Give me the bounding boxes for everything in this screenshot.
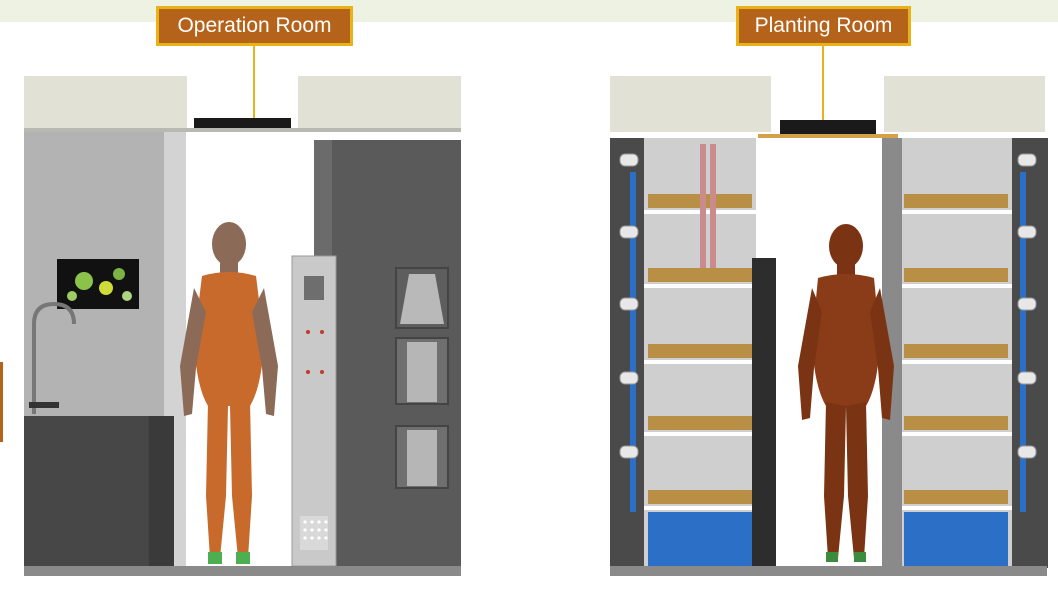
right-wall [1012,138,1048,568]
human-figure-back [180,222,278,564]
roof-block-right [884,76,1045,132]
control-button [306,330,310,334]
human-figure-front [798,224,894,562]
operation-room-leader-line [253,46,255,156]
floor [24,566,461,576]
pipe-stubs [619,153,1037,459]
roof-line [24,128,461,132]
roof-line [758,134,898,138]
funnel [400,274,444,324]
canister [407,430,437,486]
wall-screen [57,259,139,309]
screen-plant [113,268,125,280]
control-panel [291,255,337,567]
screen-plant [75,272,93,290]
planting-room-render [610,76,1048,576]
faucet [32,301,76,414]
control-button [306,370,310,374]
door-panel [752,258,776,568]
operation-room-render [24,76,461,576]
counter-side [149,416,174,566]
floor [610,566,1047,576]
planting-room-label: Planting Room [736,6,911,46]
shelves-right [904,194,1008,504]
screen-plant [122,291,132,301]
water-tank-left [648,512,752,566]
shelves-left [648,194,752,504]
faucet-base [29,402,59,408]
control-button [320,330,324,334]
planting-room-leader-line [822,46,824,156]
counter [24,416,149,566]
blue-pipe [630,172,636,512]
operation-room-label: Operation Room [156,6,353,46]
roof-block-left [610,76,771,132]
back-panel [882,138,902,568]
blue-pipe [1020,172,1026,512]
control-display [304,276,324,300]
control-vent-holes [303,520,328,540]
left-wall [610,138,646,568]
water-tank-right [904,512,1008,566]
canister [407,342,437,402]
screen-plant [99,281,113,295]
screen-plant [67,291,77,301]
roof-vent [780,120,876,134]
roof-block-left [24,76,187,128]
pink-pipe [700,144,706,268]
left-edge-marker [0,362,3,442]
roof-block-right [298,76,461,128]
control-button [320,370,324,374]
pink-pipe [710,144,716,268]
